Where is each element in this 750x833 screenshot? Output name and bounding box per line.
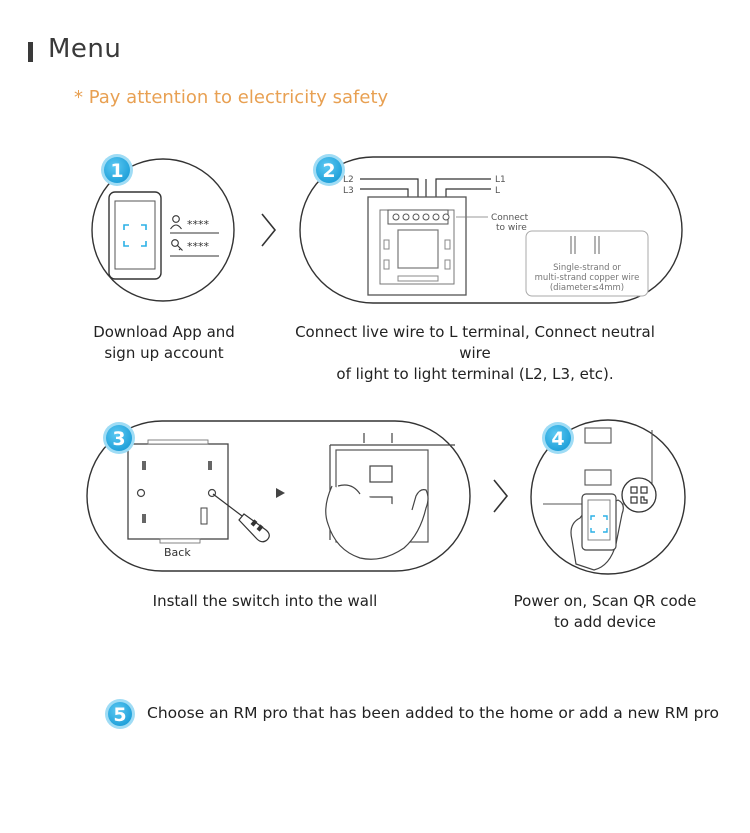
back-label: Back bbox=[164, 546, 191, 559]
switch-back-plate bbox=[367, 196, 467, 296]
wire-label-l2: L2 bbox=[343, 175, 354, 185]
phone-icon bbox=[108, 191, 162, 280]
key-icon bbox=[171, 239, 183, 251]
svg-text:1: 1 bbox=[110, 160, 123, 182]
switch-back-view bbox=[127, 439, 229, 544]
step4-caption-line1: Power on, Scan QR code bbox=[513, 592, 697, 610]
svg-text:(diameter≤4mm): (diameter≤4mm) bbox=[550, 283, 624, 293]
step1-caption: Download App and sign up account bbox=[74, 322, 254, 364]
step1-caption-line1: Download App and bbox=[93, 323, 235, 341]
wire-label-l3: L3 bbox=[343, 186, 354, 196]
user-icon bbox=[170, 215, 182, 230]
screwdriver-icon bbox=[212, 493, 270, 543]
chevron-right-icon bbox=[261, 213, 277, 247]
username-mask: **** bbox=[187, 218, 210, 231]
wire-label-l1: L1 bbox=[495, 175, 506, 185]
connect-label-line1: Connect bbox=[491, 213, 529, 223]
step2-badge: 2 bbox=[313, 154, 345, 186]
phone-scan-icon bbox=[570, 493, 624, 571]
step5-text: Choose an RM pro that has been added to … bbox=[147, 704, 720, 722]
step1-diagram: **** **** 1 bbox=[91, 154, 235, 302]
page-title: Menu bbox=[48, 34, 122, 64]
svg-text:multi-strand copper wire: multi-strand copper wire bbox=[535, 273, 640, 283]
password-mask: **** bbox=[187, 240, 210, 253]
step3-badge: 3 bbox=[103, 422, 135, 454]
step4-badge: 4 bbox=[542, 422, 574, 454]
step2-caption-line2: of light to light terminal (L2, L3, etc)… bbox=[336, 365, 614, 383]
safety-note: * Pay attention to electricity safety bbox=[74, 87, 389, 108]
step4-diagram: 4 bbox=[530, 419, 686, 575]
step2-caption: Connect live wire to L terminal, Connect… bbox=[282, 322, 668, 385]
qr-code-icon bbox=[621, 477, 657, 513]
step4-caption: Power on, Scan QR code to add device bbox=[500, 591, 710, 633]
step3-caption: Install the switch into the wall bbox=[130, 591, 400, 612]
svg-text:Single-strand or: Single-strand or bbox=[553, 263, 621, 273]
svg-text:3: 3 bbox=[112, 428, 125, 450]
step2-caption-line1: Connect live wire to L terminal, Connect… bbox=[295, 323, 655, 362]
wall-install-view bbox=[325, 433, 455, 560]
svg-text:4: 4 bbox=[551, 428, 564, 450]
arrow-right-icon bbox=[276, 488, 285, 498]
chevron-right-icon bbox=[493, 479, 509, 513]
wire-note-box: Single-strand or multi-strand copper wir… bbox=[525, 230, 649, 297]
step1-badge: 1 bbox=[101, 154, 133, 186]
svg-text:5: 5 bbox=[113, 704, 126, 726]
step3-caption-line1: Install the switch into the wall bbox=[152, 592, 378, 610]
connect-label-line2: to wire bbox=[496, 223, 527, 233]
title-bar-marker bbox=[28, 42, 33, 62]
step4-caption-line2: to add device bbox=[553, 613, 657, 631]
wire-label-l: L bbox=[495, 186, 500, 196]
step1-caption-line2: sign up account bbox=[104, 344, 224, 362]
svg-text:2: 2 bbox=[322, 160, 335, 182]
step3-diagram: Back 3 bbox=[86, 420, 471, 572]
step2-diagram: L2 L3 L1 L Connect to wire bbox=[299, 154, 683, 304]
step5-badge: 5 bbox=[105, 699, 135, 729]
